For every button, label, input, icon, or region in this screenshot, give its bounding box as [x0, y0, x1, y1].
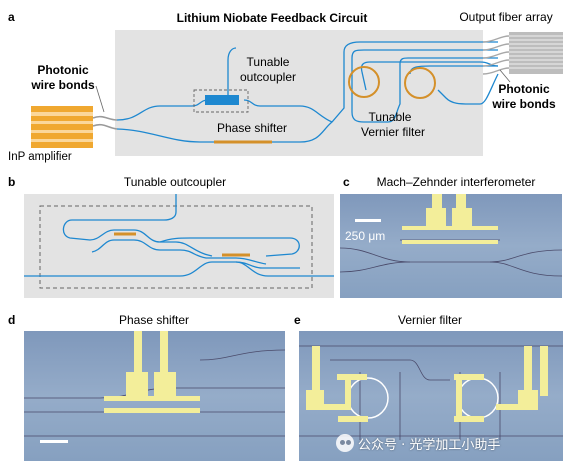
wechat-icon — [336, 434, 354, 452]
wire-bonds-left-label-1: Photonic — [37, 63, 89, 77]
wire-bonds-left-label-2: wire bonds — [30, 78, 95, 92]
output-fiber-array — [509, 32, 563, 74]
outcoupler-waveguides — [24, 194, 334, 277]
vernier-electrodes — [306, 346, 548, 422]
panel-c: c Mach–Zehnder interferometer 250 μm — [339, 175, 563, 298]
mzi-electrodes — [402, 194, 498, 244]
outcoupler-chip — [24, 194, 334, 298]
tunable-outcoupler-label-2: outcoupler — [240, 70, 296, 84]
mzi-micrograph — [340, 194, 562, 298]
vernier-ring-1 — [348, 66, 380, 98]
inp-amplifier-chip — [31, 106, 93, 148]
wire-bonds-right-pointer — [499, 69, 511, 83]
lithium-niobate-chip — [115, 30, 483, 156]
panel-b-letter: b — [8, 175, 15, 189]
panel-d-letter: d — [8, 313, 15, 327]
panel-e-letter: e — [294, 313, 301, 327]
tunable-vernier-label-2: Vernier filter — [361, 125, 425, 139]
output-fiber-array-label: Output fiber array — [459, 10, 552, 24]
panel-b-title: Tunable outcoupler — [124, 175, 226, 189]
panel-e-title: Vernier filter — [398, 313, 462, 327]
watermark-text: 公众号 · 光学加工小助手 — [358, 437, 501, 453]
panel-b: b Tunable outcoupler — [8, 175, 334, 298]
wire-bonds-left-pointer — [95, 85, 105, 113]
inp-amplifier-label: InP amplifier — [8, 151, 72, 163]
panel-a-letter: a — [8, 10, 15, 24]
tunable-outcoupler-label-1: Tunable — [247, 55, 290, 69]
outcoupler-dashed-box — [193, 89, 249, 113]
vernier-ring-2 — [404, 67, 436, 99]
phase-shifter-electrodes — [104, 331, 200, 413]
photonic-wire-bonds-left — [92, 115, 118, 130]
panel-d-title: Phase shifter — [119, 313, 189, 327]
watermark: 公众号 · 光学加工小助手 — [336, 432, 500, 454]
wire-bonds-right-label-1: Photonic — [498, 82, 550, 96]
mzi-scale-bar — [355, 219, 381, 222]
phase-shifter-label: Phase shifter — [217, 121, 287, 135]
photonic-wire-bonds-right — [482, 35, 510, 75]
phase-shifter-scale-bar — [40, 440, 68, 443]
tunable-vernier-label-1: Tunable — [369, 110, 412, 124]
panel-c-letter: c — [343, 175, 350, 189]
panel-a: a Lithium Niobate Feedback Circuit InP a… — [8, 10, 563, 163]
circuit-title: Lithium Niobate Feedback Circuit — [177, 11, 368, 25]
panel-d: d Phase shifter — [8, 313, 286, 461]
mzi-scale-bar-label: 250 μm — [345, 229, 385, 243]
panel-c-title: Mach–Zehnder interferometer — [377, 175, 536, 189]
vernier-waveguides — [299, 345, 563, 440]
wire-bonds-right-label-2: wire bonds — [491, 97, 556, 111]
outcoupler-block — [205, 95, 239, 105]
